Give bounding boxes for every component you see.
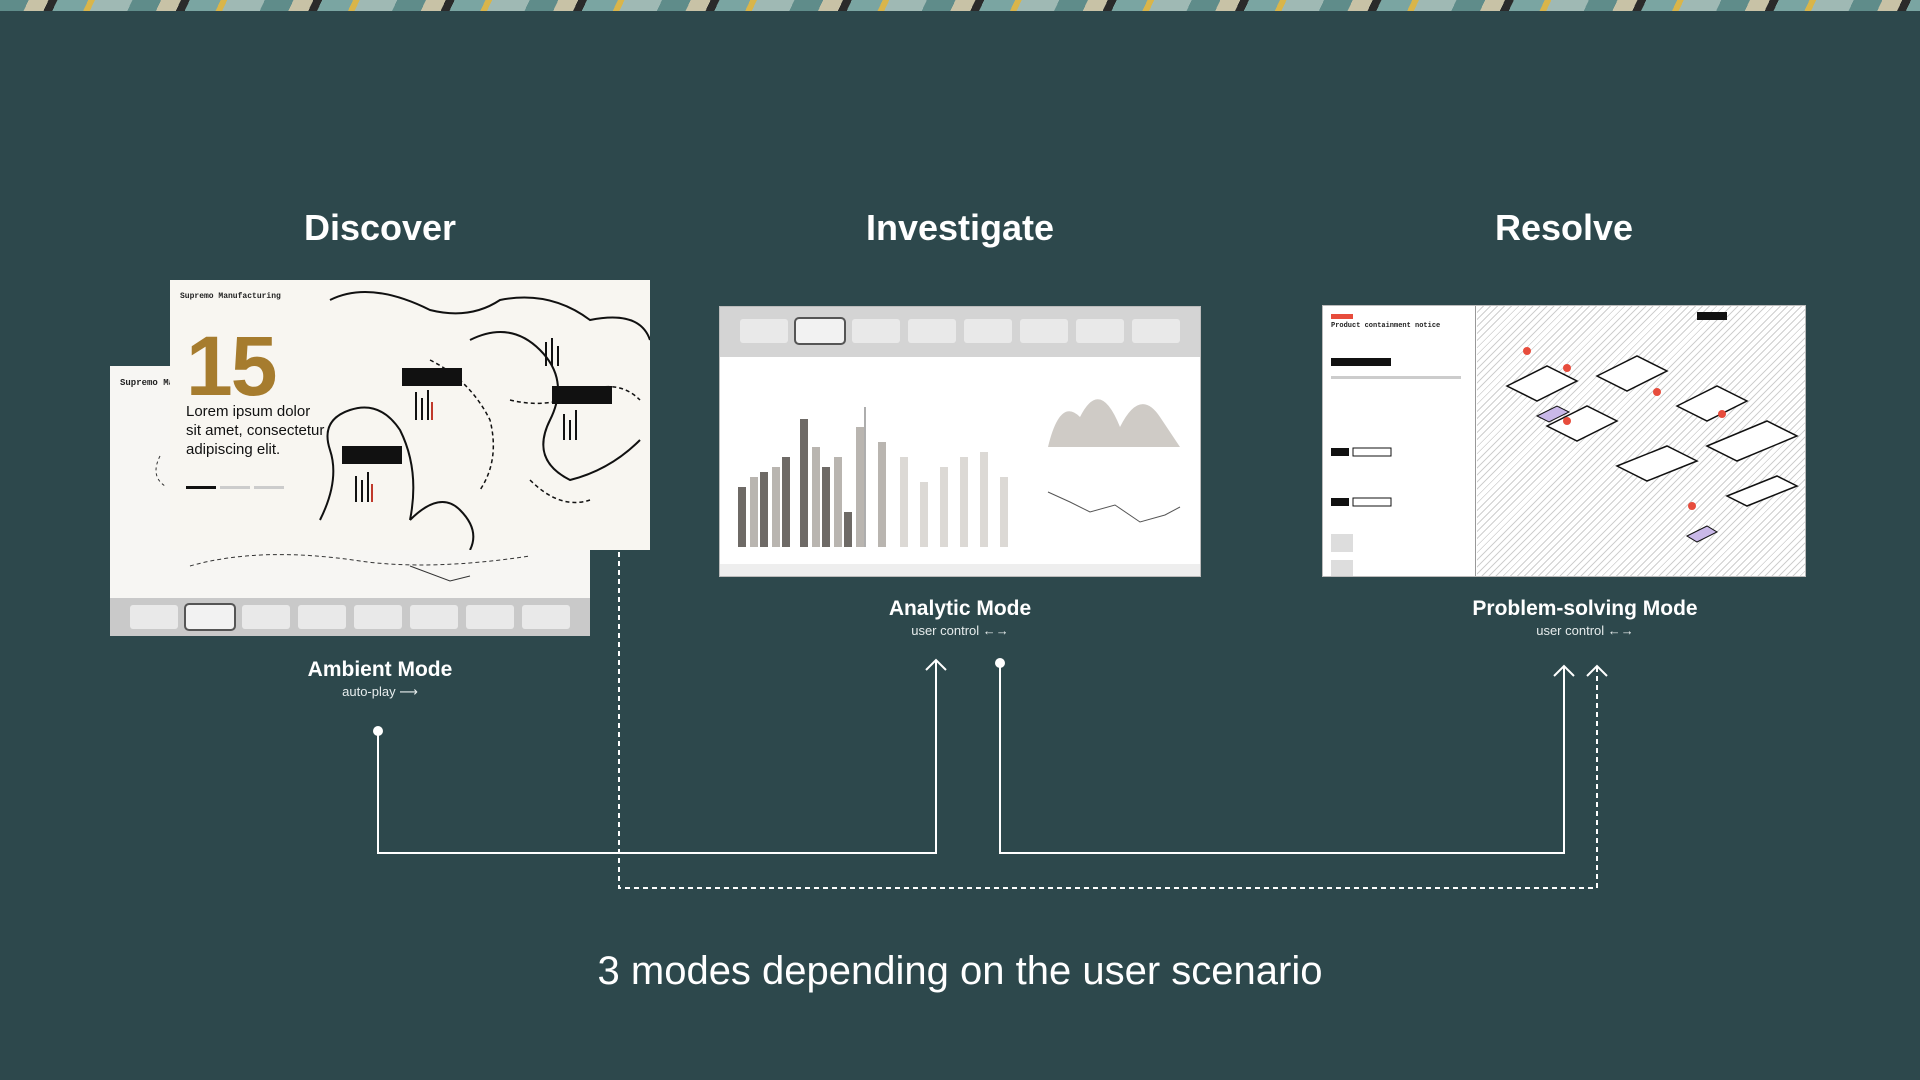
mode-name: Ambient Mode	[307, 658, 453, 681]
problem-solving-mode-label: Problem-solving Mode user control ←→	[1385, 597, 1785, 638]
ambient-mode-front-screen: Supremo Manufacturing 15 Lorem ipsum dol…	[170, 280, 650, 550]
thumbnail-selected[interactable]	[184, 603, 236, 631]
analytic-mode-label: Analytic Mode user control ←→	[760, 597, 1160, 638]
thumbnail-selected[interactable]	[794, 317, 846, 345]
ambient-mode-label: Ambient Mode auto-play ⟶	[180, 658, 580, 700]
thumbnail[interactable]	[242, 605, 290, 629]
notice-title: Product containment notice	[1331, 322, 1441, 330]
analytic-thumbnail-bar	[720, 307, 1200, 357]
brand-label: Supremo Manu	[120, 378, 185, 388]
mode-subtitle: auto-play ⟶	[342, 684, 418, 699]
connector-ambient-to-problem-dashed	[618, 552, 1598, 889]
map-lines	[155, 455, 531, 582]
ambient-thumbnail-bar	[110, 598, 590, 636]
problem-solving-mode-screen: Product containment notice	[1322, 305, 1806, 577]
connector-ambient-to-analytic	[377, 660, 937, 854]
europe-map	[319, 291, 650, 550]
thumbnail[interactable]	[1020, 319, 1068, 343]
analytic-charts	[738, 399, 1181, 547]
mode-subtitle: user control ←→	[1536, 623, 1634, 638]
title-discover: Discover	[303, 207, 457, 248]
decorative-pattern-strip	[0, 0, 1920, 11]
notice-content	[1331, 314, 1461, 576]
thumbnail[interactable]	[522, 605, 570, 629]
big-number: 15	[186, 319, 277, 413]
mode-name: Analytic Mode	[888, 597, 1032, 620]
mode-name: Problem-solving Mode	[1472, 597, 1698, 620]
slide-caption: 3 modes depending on the user scenario	[597, 949, 1323, 993]
brand-label: Supremo Manufacturing	[180, 292, 281, 301]
facility-buildings	[1505, 312, 1799, 543]
thumbnail[interactable]	[354, 605, 402, 629]
facility-map	[1477, 306, 1805, 576]
connector-start-dot	[995, 658, 1005, 668]
ambient-description: Lorem ipsum dolor sit amet, consectetur …	[186, 403, 325, 458]
slide-progress	[186, 486, 284, 489]
connector-start-dot	[373, 726, 383, 736]
thumbnail[interactable]	[466, 605, 514, 629]
analytic-mode-screen	[719, 306, 1201, 577]
thumbnail[interactable]	[740, 319, 788, 343]
connector-analytic-to-problem	[999, 663, 1565, 854]
thumbnail[interactable]	[964, 319, 1012, 343]
thumbnail[interactable]	[298, 605, 346, 629]
mode-subtitle: user control ←→	[911, 623, 1009, 638]
thumbnail[interactable]	[410, 605, 458, 629]
analytic-status-bar	[720, 564, 1200, 576]
thumbnail[interactable]	[1076, 319, 1124, 343]
thumbnail[interactable]	[908, 319, 956, 343]
notice-panel: Product containment notice	[1323, 306, 1476, 576]
title-investigate: Investigate	[865, 207, 1055, 248]
thumbnail[interactable]	[1132, 319, 1180, 343]
thumbnail[interactable]	[130, 605, 178, 629]
thumbnail[interactable]	[852, 319, 900, 343]
title-resolve: Resolve	[1494, 207, 1634, 248]
